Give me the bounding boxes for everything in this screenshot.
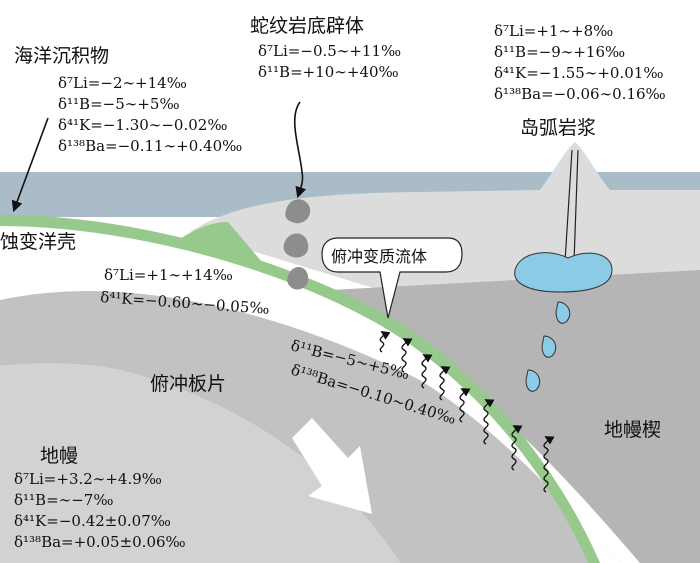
fluid-arrow-3: [421, 354, 433, 389]
fluid-label: 俯冲变质流体: [331, 247, 427, 266]
fluid-callout-bubble: [321, 237, 463, 319]
mantle-li: δ⁷Li=+3.2∼+4.9‰: [14, 470, 162, 488]
accretionary-wedge: [178, 222, 262, 262]
marine-sediment-label: 海洋沉积物: [14, 45, 109, 67]
serpentinite-blob-3: [287, 267, 309, 290]
serpentinite-label: 蛇纹岩底辟体: [250, 15, 364, 37]
fluid-arrow-2: [401, 338, 413, 373]
overriding-plate: [190, 142, 700, 290]
magma-conduit-right: [573, 149, 579, 263]
slab-label: 俯冲板片: [150, 373, 226, 395]
mantle-b: δ¹¹B=∼−7‰: [14, 491, 113, 509]
fluid-arrow-6: [483, 399, 495, 445]
arc-ba: δ¹³⁸Ba=−0.06∼0.16‰: [494, 85, 666, 103]
magma-chamber: [514, 252, 613, 293]
mantle-k: δ⁴¹K=−0.42±0.07‰: [14, 512, 171, 530]
fluid-arrows: [379, 330, 555, 493]
sediment-pointer-arrow: [11, 117, 49, 213]
fluid-arrow-4: [439, 366, 451, 401]
serpentinite-li: δ⁷Li=−0.5∼+11‰: [258, 42, 401, 60]
arc-magma-label: 岛弧岩浆: [520, 117, 596, 139]
fluid-arrow-5: [459, 388, 471, 423]
fluid-arrow-1: [379, 330, 391, 353]
magma-drop-2: [541, 335, 557, 358]
magma-drop-1: [555, 301, 571, 324]
arc-li: δ⁷Li=+1∼+8‰: [494, 22, 613, 40]
serpentinite-b: δ¹¹B=+10∼+40‰: [258, 63, 399, 81]
serpentinite-blob-1: [285, 199, 311, 224]
subduction-direction-arrow: [292, 418, 372, 514]
crust-li: δ⁷Li=+1∼+14‰: [104, 266, 233, 284]
magma-drop-3: [525, 369, 541, 392]
serpentinite-pointer-arrow: [293, 101, 307, 199]
sediment-b: δ¹¹B=−5∼+5‰: [58, 95, 180, 113]
sediment-k: δ⁴¹K=−1.30∼−0.02‰: [58, 116, 227, 134]
mantle-label: 地幔: [40, 445, 78, 467]
arc-b: δ¹¹B=−9∼+16‰: [494, 43, 625, 61]
deep-mantle-region: [0, 363, 400, 563]
mantle-wedge-label: 地幔楔: [604, 419, 661, 441]
sediment-li: δ⁷Li=−2∼+14‰: [58, 74, 187, 92]
magma-conduit-left: [564, 149, 573, 263]
serpentinite-blob-2: [283, 233, 309, 258]
altered-crust-label: 蚀变洋壳: [0, 231, 76, 253]
fluid-arrow-8: [543, 436, 555, 493]
mantle-ba: δ¹³⁸Ba=+0.05±0.06‰: [14, 533, 186, 551]
sediment-ba: δ¹³⁸Ba=−0.11∼+0.40‰: [58, 137, 242, 155]
arc-k: δ⁴¹K=−1.55∼+0.01‰: [494, 64, 663, 82]
fluid-arrow-7: [511, 425, 523, 471]
